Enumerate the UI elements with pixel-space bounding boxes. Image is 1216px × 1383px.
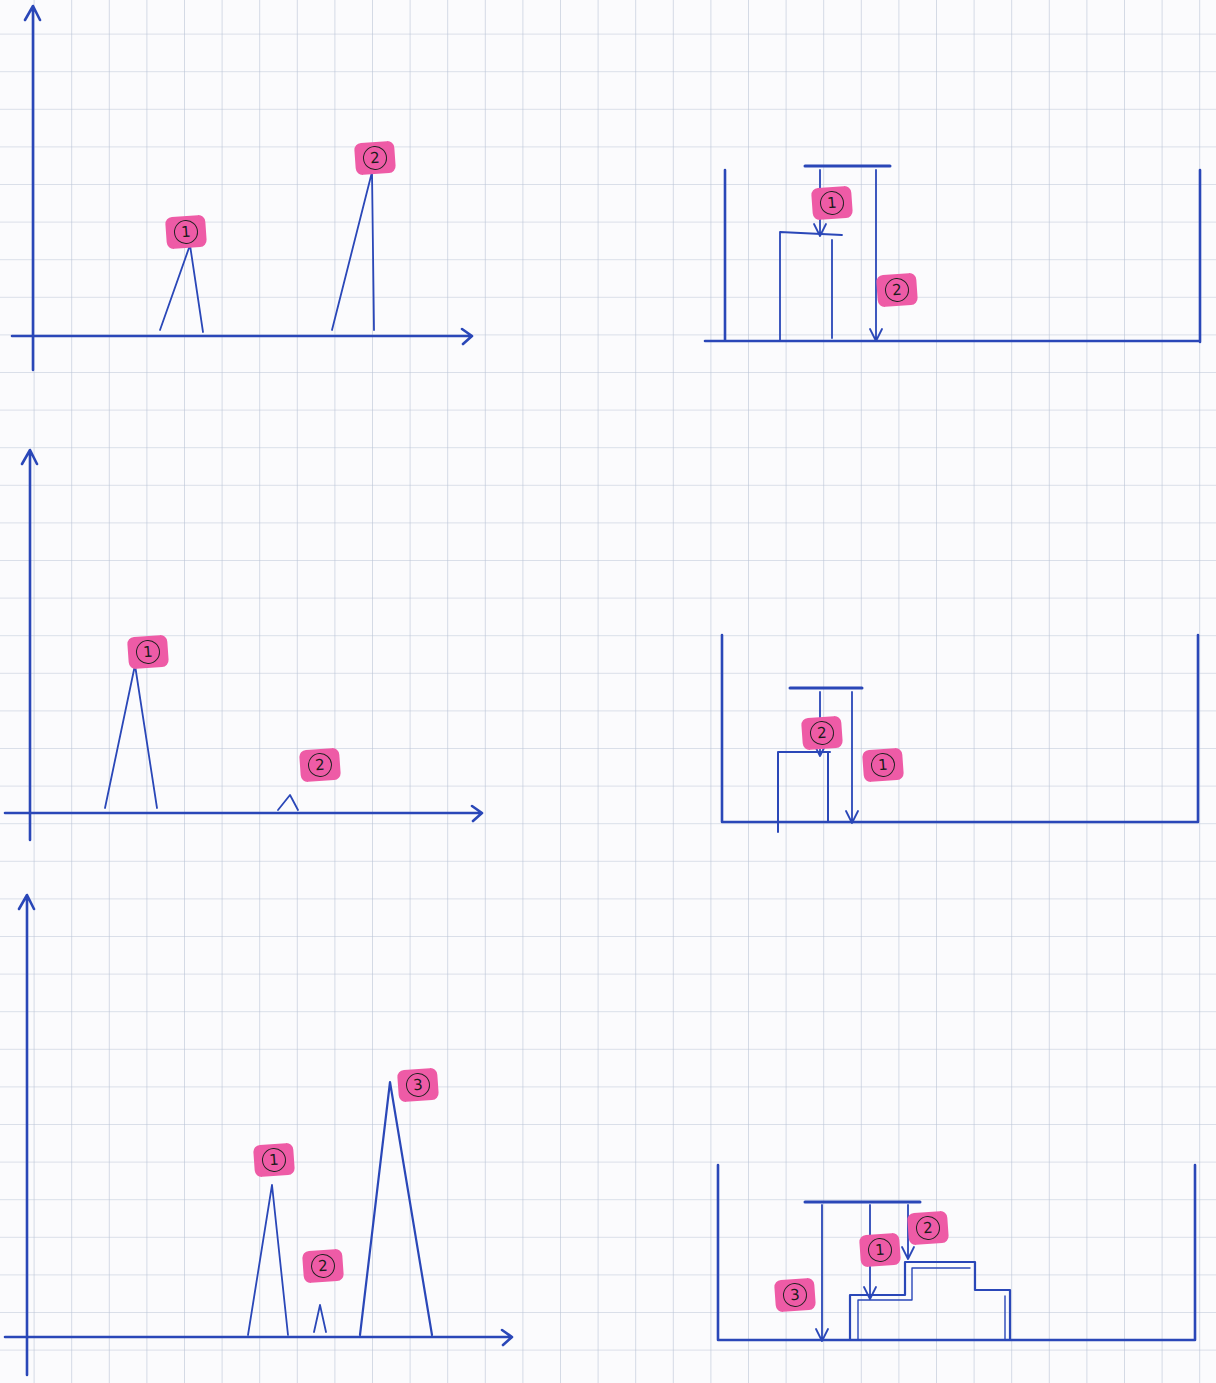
callout-number: 1 <box>173 219 199 245</box>
callout-number: 3 <box>782 1282 808 1308</box>
callout-number: 2 <box>310 1253 336 1279</box>
callout-badge: 1 <box>253 1143 295 1178</box>
callout-badge: 2 <box>354 141 396 176</box>
callout-number: 1 <box>261 1147 287 1173</box>
container <box>705 166 1200 342</box>
peak <box>360 1082 432 1335</box>
callout-badge: 1 <box>165 215 207 250</box>
axes <box>5 450 482 840</box>
peak <box>332 172 374 330</box>
callout-badge: 1 <box>811 186 853 221</box>
container <box>722 635 1198 832</box>
callout-number: 1 <box>867 1237 893 1263</box>
axes <box>12 6 472 370</box>
callout-badge: 1 <box>127 635 169 670</box>
callout-number: 3 <box>405 1072 431 1098</box>
container <box>718 1165 1195 1341</box>
callout-badge: 2 <box>299 748 341 783</box>
callout-number: 2 <box>307 752 333 778</box>
callout-number: 2 <box>915 1215 941 1241</box>
peak <box>278 795 298 810</box>
peak <box>160 245 203 332</box>
callout-badge: 2 <box>801 716 843 751</box>
callout-number: 2 <box>362 145 388 171</box>
axes <box>5 895 512 1375</box>
callout-number: 1 <box>135 639 161 665</box>
callout-badge: 3 <box>397 1068 439 1103</box>
callout-number: 2 <box>809 720 835 746</box>
callout-number: 2 <box>884 277 910 303</box>
peak <box>105 665 157 808</box>
peak <box>248 1185 288 1335</box>
callout-number: 1 <box>819 190 845 216</box>
callout-badge: 2 <box>907 1211 949 1246</box>
callout-number: 1 <box>870 752 896 778</box>
callout-badge: 1 <box>859 1233 901 1268</box>
callout-badge: 1 <box>862 748 904 783</box>
callout-badge: 3 <box>774 1278 816 1313</box>
peak <box>314 1305 326 1332</box>
callout-badge: 2 <box>302 1249 344 1284</box>
callout-badge: 2 <box>876 273 918 308</box>
